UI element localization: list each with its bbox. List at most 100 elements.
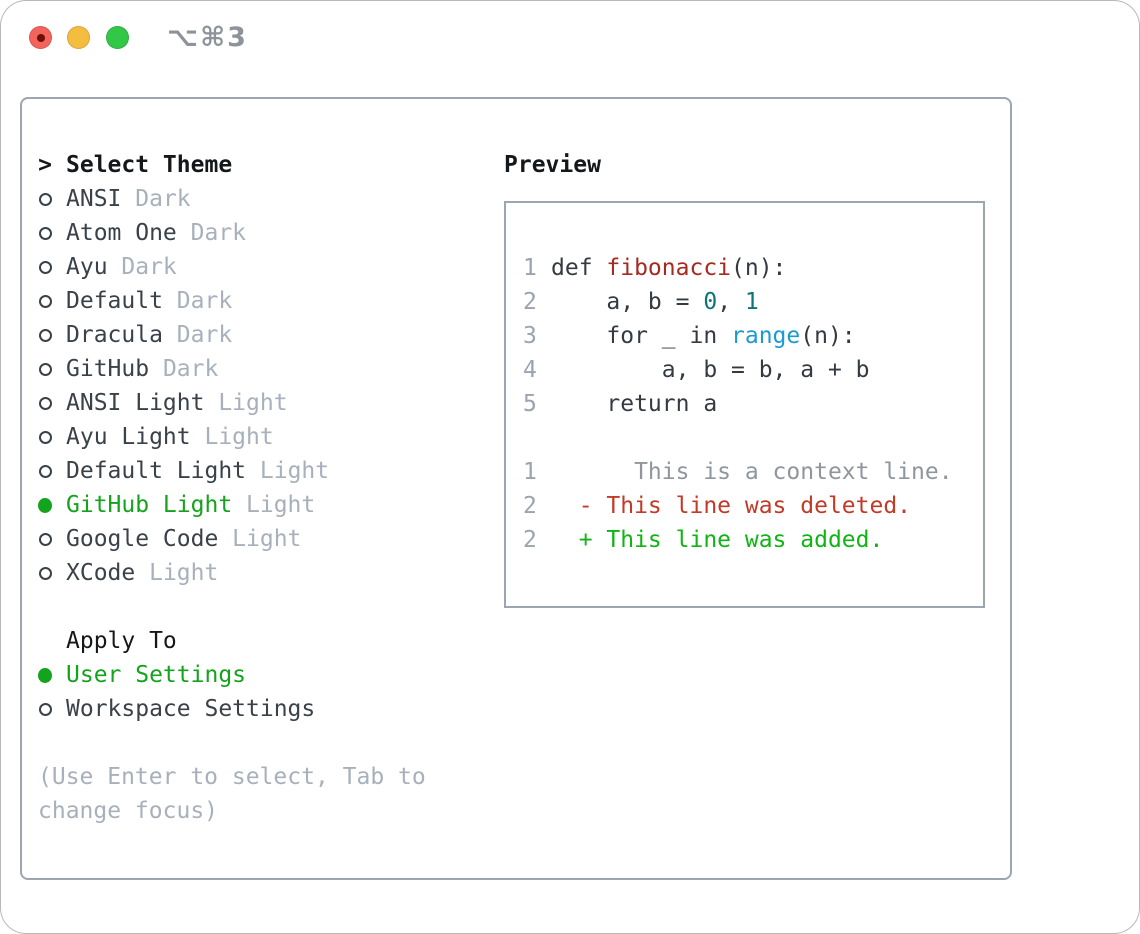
radio-circle — [38, 294, 52, 308]
code-segment-code: a, b = b, a + b — [551, 357, 870, 383]
code-segment-num: 1 — [744, 289, 759, 315]
theme-name: GitHub Light — [66, 492, 247, 518]
apply-option-user-settings[interactable]: User Settings — [38, 658, 486, 692]
code-segment-code: def — [551, 255, 607, 281]
theme-item-ayu[interactable]: Ayu Dark — [38, 250, 486, 284]
line-number: 2 — [523, 289, 537, 315]
code-blank-line — [523, 421, 983, 455]
hint-text: (Use Enter to select, Tab to change focu… — [38, 764, 426, 824]
code-line: 1 This is a context line. — [523, 455, 983, 489]
radio-icon — [38, 192, 52, 206]
code-line: 1 def fibonacci(n): — [523, 251, 983, 285]
spacer — [38, 590, 486, 624]
code-segment-num: 0 — [703, 289, 718, 315]
theme-variant-label: Dark — [176, 288, 233, 314]
apply-to-header-row: Apply To — [38, 624, 486, 658]
line-number: 4 — [523, 357, 537, 383]
theme-name: Ayu Light — [66, 424, 205, 450]
theme-name: Dracula — [66, 322, 177, 348]
code-segment-ctx: This is a context line. — [551, 459, 953, 485]
code-segment-builtin: range — [731, 323, 801, 349]
window-title: ⌥⌘3 — [167, 22, 248, 53]
theme-name: Default — [66, 288, 177, 314]
code-line: 2 a, b = 0, 1 — [523, 285, 983, 319]
code-segment-code: a, b = — [551, 289, 704, 315]
theme-item-ansi-light[interactable]: ANSI Light Light — [38, 386, 486, 420]
theme-name: ANSI — [66, 186, 136, 212]
minimize-button[interactable] — [67, 26, 90, 49]
radio-icon — [38, 396, 52, 410]
line-number: 3 — [523, 323, 537, 349]
theme-item-xcode[interactable]: XCode Light — [38, 556, 486, 590]
radio-circle — [38, 532, 52, 546]
code-segment-add: + This line was added. — [551, 527, 884, 553]
theme-item-default-light[interactable]: Default Light Light — [38, 454, 486, 488]
radio-selected-icon — [38, 497, 52, 513]
radio-icon — [38, 260, 52, 274]
theme-name: ANSI Light — [66, 390, 219, 416]
preview-title: Preview — [504, 152, 601, 178]
radio-circle — [38, 362, 52, 376]
theme-item-dracula[interactable]: Dracula Dark — [38, 318, 486, 352]
theme-name: XCode — [66, 560, 150, 586]
theme-item-atom-one[interactable]: Atom One Dark — [38, 216, 486, 250]
theme-item-google-code[interactable]: Google Code Light — [38, 522, 486, 556]
radio-icon — [38, 226, 52, 240]
radio-icon — [38, 464, 52, 478]
radio-circle — [38, 667, 52, 683]
theme-variant-label: Light — [204, 424, 274, 450]
code-line: 4 a, b = b, a + b — [523, 353, 983, 387]
theme-item-default[interactable]: Default Dark — [38, 284, 486, 318]
radio-icon — [38, 702, 52, 716]
theme-variant-label: Dark — [176, 322, 233, 348]
radio-icon — [38, 362, 52, 376]
theme-item-ansi[interactable]: ANSI Dark — [38, 182, 486, 216]
code-segment-code: (n): — [731, 255, 787, 281]
radio-circle — [38, 430, 52, 444]
code-line: 2 + This line was added. — [523, 523, 983, 557]
line-number: 1 — [523, 255, 537, 281]
select-theme-title: Select Theme — [66, 152, 233, 178]
theme-item-github[interactable]: GitHub Dark — [38, 352, 486, 386]
theme-variant-label: Light — [246, 492, 316, 518]
line-number: 2 — [523, 527, 537, 553]
theme-variant-label: Dark — [190, 220, 247, 246]
radio-circle — [38, 260, 52, 274]
code-line: 3 for _ in range(n): — [523, 319, 983, 353]
code-segment-func: fibonacci — [606, 255, 732, 281]
close-button[interactable] — [29, 26, 52, 49]
focus-caret-icon: > — [38, 152, 52, 178]
apply-to-title: Apply To — [66, 628, 177, 654]
radio-circle — [38, 702, 52, 716]
line-number: 2 — [523, 493, 537, 519]
apply-option-workspace-settings[interactable]: Workspace Settings — [38, 692, 486, 726]
apply-option-label: User Settings — [66, 662, 247, 688]
radio-circle — [38, 497, 52, 513]
radio-icon — [38, 566, 52, 580]
spacer — [38, 726, 486, 760]
theme-item-github-light[interactable]: GitHub Light Light — [38, 488, 486, 522]
radio-icon — [38, 532, 52, 546]
theme-variant-label: Light — [149, 560, 219, 586]
theme-variant-label: Dark — [121, 254, 177, 280]
radio-circle — [38, 396, 52, 410]
zoom-button[interactable] — [106, 26, 129, 49]
code-line: 5 return a — [523, 387, 983, 421]
code-segment-code: (n): — [800, 323, 856, 349]
radio-selected-icon — [38, 667, 52, 683]
radio-circle — [38, 328, 52, 342]
theme-item-ayu-light[interactable]: Ayu Light Light — [38, 420, 486, 454]
theme-variant-label: Dark — [135, 186, 191, 212]
theme-name: Ayu — [66, 254, 122, 280]
radio-circle — [38, 464, 52, 478]
line-number: 5 — [523, 391, 537, 417]
code-line: 2 - This line was deleted. — [523, 489, 983, 523]
radio-circle — [38, 192, 52, 206]
code-segment-code: , — [717, 289, 745, 315]
